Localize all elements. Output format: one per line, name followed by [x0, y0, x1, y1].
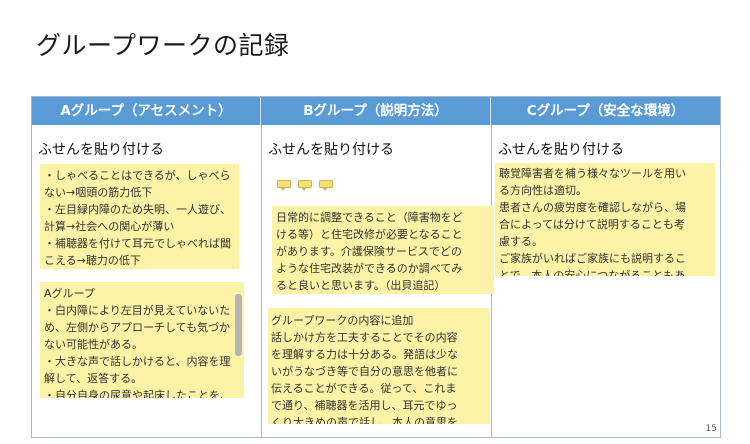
- note-line: ような住宅改装ができるのか調べてみ: [276, 262, 463, 275]
- note-line: ・補聴器を付けて耳元でしゃべれば聞: [44, 237, 231, 250]
- note-line: 患者さんの疲労度を確認しながら、場: [499, 201, 686, 214]
- note-line: ない→咽頭の筋力低下: [44, 186, 153, 199]
- note-line: 話しかけ方を工夫することでその内容: [271, 331, 458, 344]
- note-line: 合によっては分けて説明することも考: [499, 218, 685, 231]
- note-line: ける等）と住宅改修が必要となること: [276, 228, 463, 241]
- sticky-note-b1[interactable]: 日常的に調整できること（障害物をど ける等）と住宅改修が必要となること がありま…: [272, 206, 494, 294]
- column-a-instruction: ふせんを貼り付ける: [38, 142, 164, 158]
- table-header-row: Aグループ（アセスメント） Bグループ（説明方法） Cグループ（安全な環境）: [32, 97, 720, 125]
- note-scrollbar[interactable]: [235, 294, 242, 356]
- note-line: ・大きな声で話しかけると、内容を理: [44, 355, 231, 368]
- note-line: 解して、返答する。: [44, 372, 143, 385]
- note-line: で通り、補聴器を活用し、耳元でゆっ: [271, 399, 458, 412]
- note-line: ・自分自身の尿意や起床したことを、: [44, 389, 231, 398]
- note-line: があります。介護保険サービスでどの: [276, 245, 462, 258]
- note-line: 計算→社会への関心が薄い: [44, 220, 175, 233]
- column-c-instruction: ふせんを貼り付ける: [498, 142, 624, 158]
- slide-title: グループワークの記録: [36, 31, 290, 60]
- column-header-a: Aグループ（アセスメント）: [32, 97, 261, 125]
- note-line: 慮する。: [499, 235, 543, 248]
- note-line: ・左目緑内障のため失明、一人遊び、: [44, 203, 231, 216]
- note-line: くり大きめの声で話し、本人の意思を: [271, 416, 458, 424]
- comment-icon[interactable]: [277, 180, 291, 191]
- note-line: ると良いと思います。（出貝追記）: [276, 279, 446, 292]
- note-line: ない可能性がある。: [44, 338, 143, 351]
- page-number: 15: [705, 424, 717, 434]
- column-header-c: Cグループ（安全な環境）: [526, 103, 685, 119]
- sticky-note-b2[interactable]: グループワークの内容に追加 話しかけ方を工夫することでその内容 を理解する力は十…: [268, 308, 490, 424]
- note-line: こえる→聴力の低下: [44, 254, 141, 267]
- note-line: 聴覚障害者を補う様々なツールを用い: [499, 167, 686, 180]
- note-line: グループワークの内容に追加: [271, 314, 414, 327]
- note-line: 伝えることができる。従って、これま: [271, 382, 457, 395]
- column-divider: [261, 125, 262, 437]
- note-line: Aグループ: [44, 287, 95, 300]
- note-line: ・しゃべることはできるが、しゃべら: [44, 169, 231, 182]
- sticky-note-c1[interactable]: 聴覚障害者を補う様々なツールを用い る方向性は適切。 患者さんの疲労度を確認しな…: [495, 163, 715, 276]
- comment-icon[interactable]: [298, 180, 312, 191]
- sticky-note-a2[interactable]: Aグループ ・白内障により左目が見えていないた め、左側からアプローチしても気づ…: [40, 282, 244, 398]
- comment-icons: [277, 180, 333, 191]
- note-line: ご家族がいればご家族にも説明するこ: [499, 252, 686, 265]
- note-line: ・白内障により左目が見えていないた: [44, 304, 231, 317]
- note-line: とで、本人の安心につながることもあ: [499, 269, 686, 276]
- sticky-note-a1[interactable]: ・しゃべることはできるが、しゃべら ない→咽頭の筋力低下 ・左目緑内障のため失明…: [40, 164, 239, 269]
- comment-icon[interactable]: [319, 180, 333, 191]
- note-line: 日常的に調整できること（障害物をど: [276, 211, 463, 224]
- group-work-table: Aグループ（アセスメント） Bグループ（説明方法） Cグループ（安全な環境） ふ…: [31, 96, 721, 438]
- column-b-instruction: ふせんを貼り付ける: [268, 142, 394, 158]
- column-header-b: Bグループ（説明方法）: [261, 97, 491, 125]
- note-line: を理解する力は十分ある。発語は少な: [271, 348, 458, 361]
- note-line: め、左側からアプローチしても気づか: [44, 321, 231, 334]
- note-line: いがうなづき等で自分の意思を他者に: [271, 365, 458, 378]
- note-line: る方向性は適切。: [499, 184, 587, 197]
